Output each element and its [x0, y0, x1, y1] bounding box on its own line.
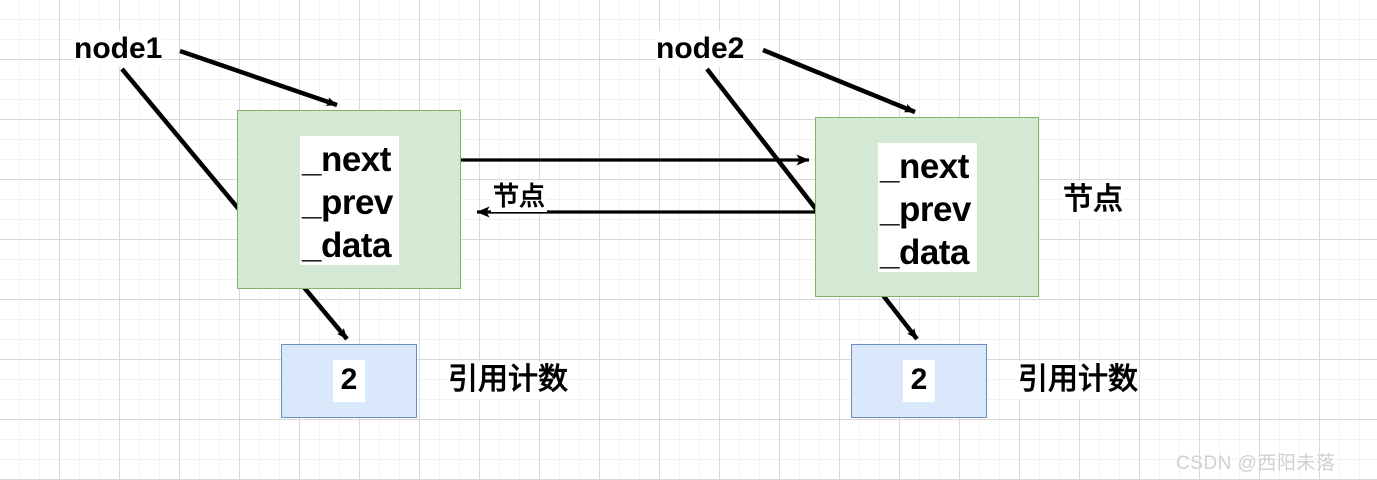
node2-refcount-value: 2: [903, 360, 935, 402]
node2-fields: _next _prev _data: [878, 143, 977, 272]
node1-refcount-value: 2: [333, 360, 365, 402]
node1-field-prev: _prev: [302, 183, 393, 222]
node1-fields: _next _prev _data: [300, 136, 399, 265]
node1-pointer-label: node1: [74, 31, 163, 67]
prev-edge-label: 节点: [491, 180, 548, 212]
node2-field-data: _data: [880, 233, 969, 272]
node2-pointer-label: node2: [656, 31, 745, 67]
node1-field-data: _data: [302, 226, 391, 265]
node2-refcount-label: 引用计数: [1018, 361, 1138, 399]
csdn-watermark: CSDN @西阳未落: [1176, 453, 1336, 474]
node1-refcount-box[interactable]: [281, 344, 417, 418]
node1-field-next: _next: [302, 140, 391, 179]
node1-refcount-label: 引用计数: [448, 361, 568, 399]
arrow-node2-to-node-box: [762, 47, 916, 115]
node2-field-next: _next: [880, 147, 969, 186]
node2-field-prev: _prev: [880, 190, 971, 229]
node2-side-label: 节点: [1063, 181, 1123, 219]
arrow-node1-to-node-box: [179, 48, 338, 108]
